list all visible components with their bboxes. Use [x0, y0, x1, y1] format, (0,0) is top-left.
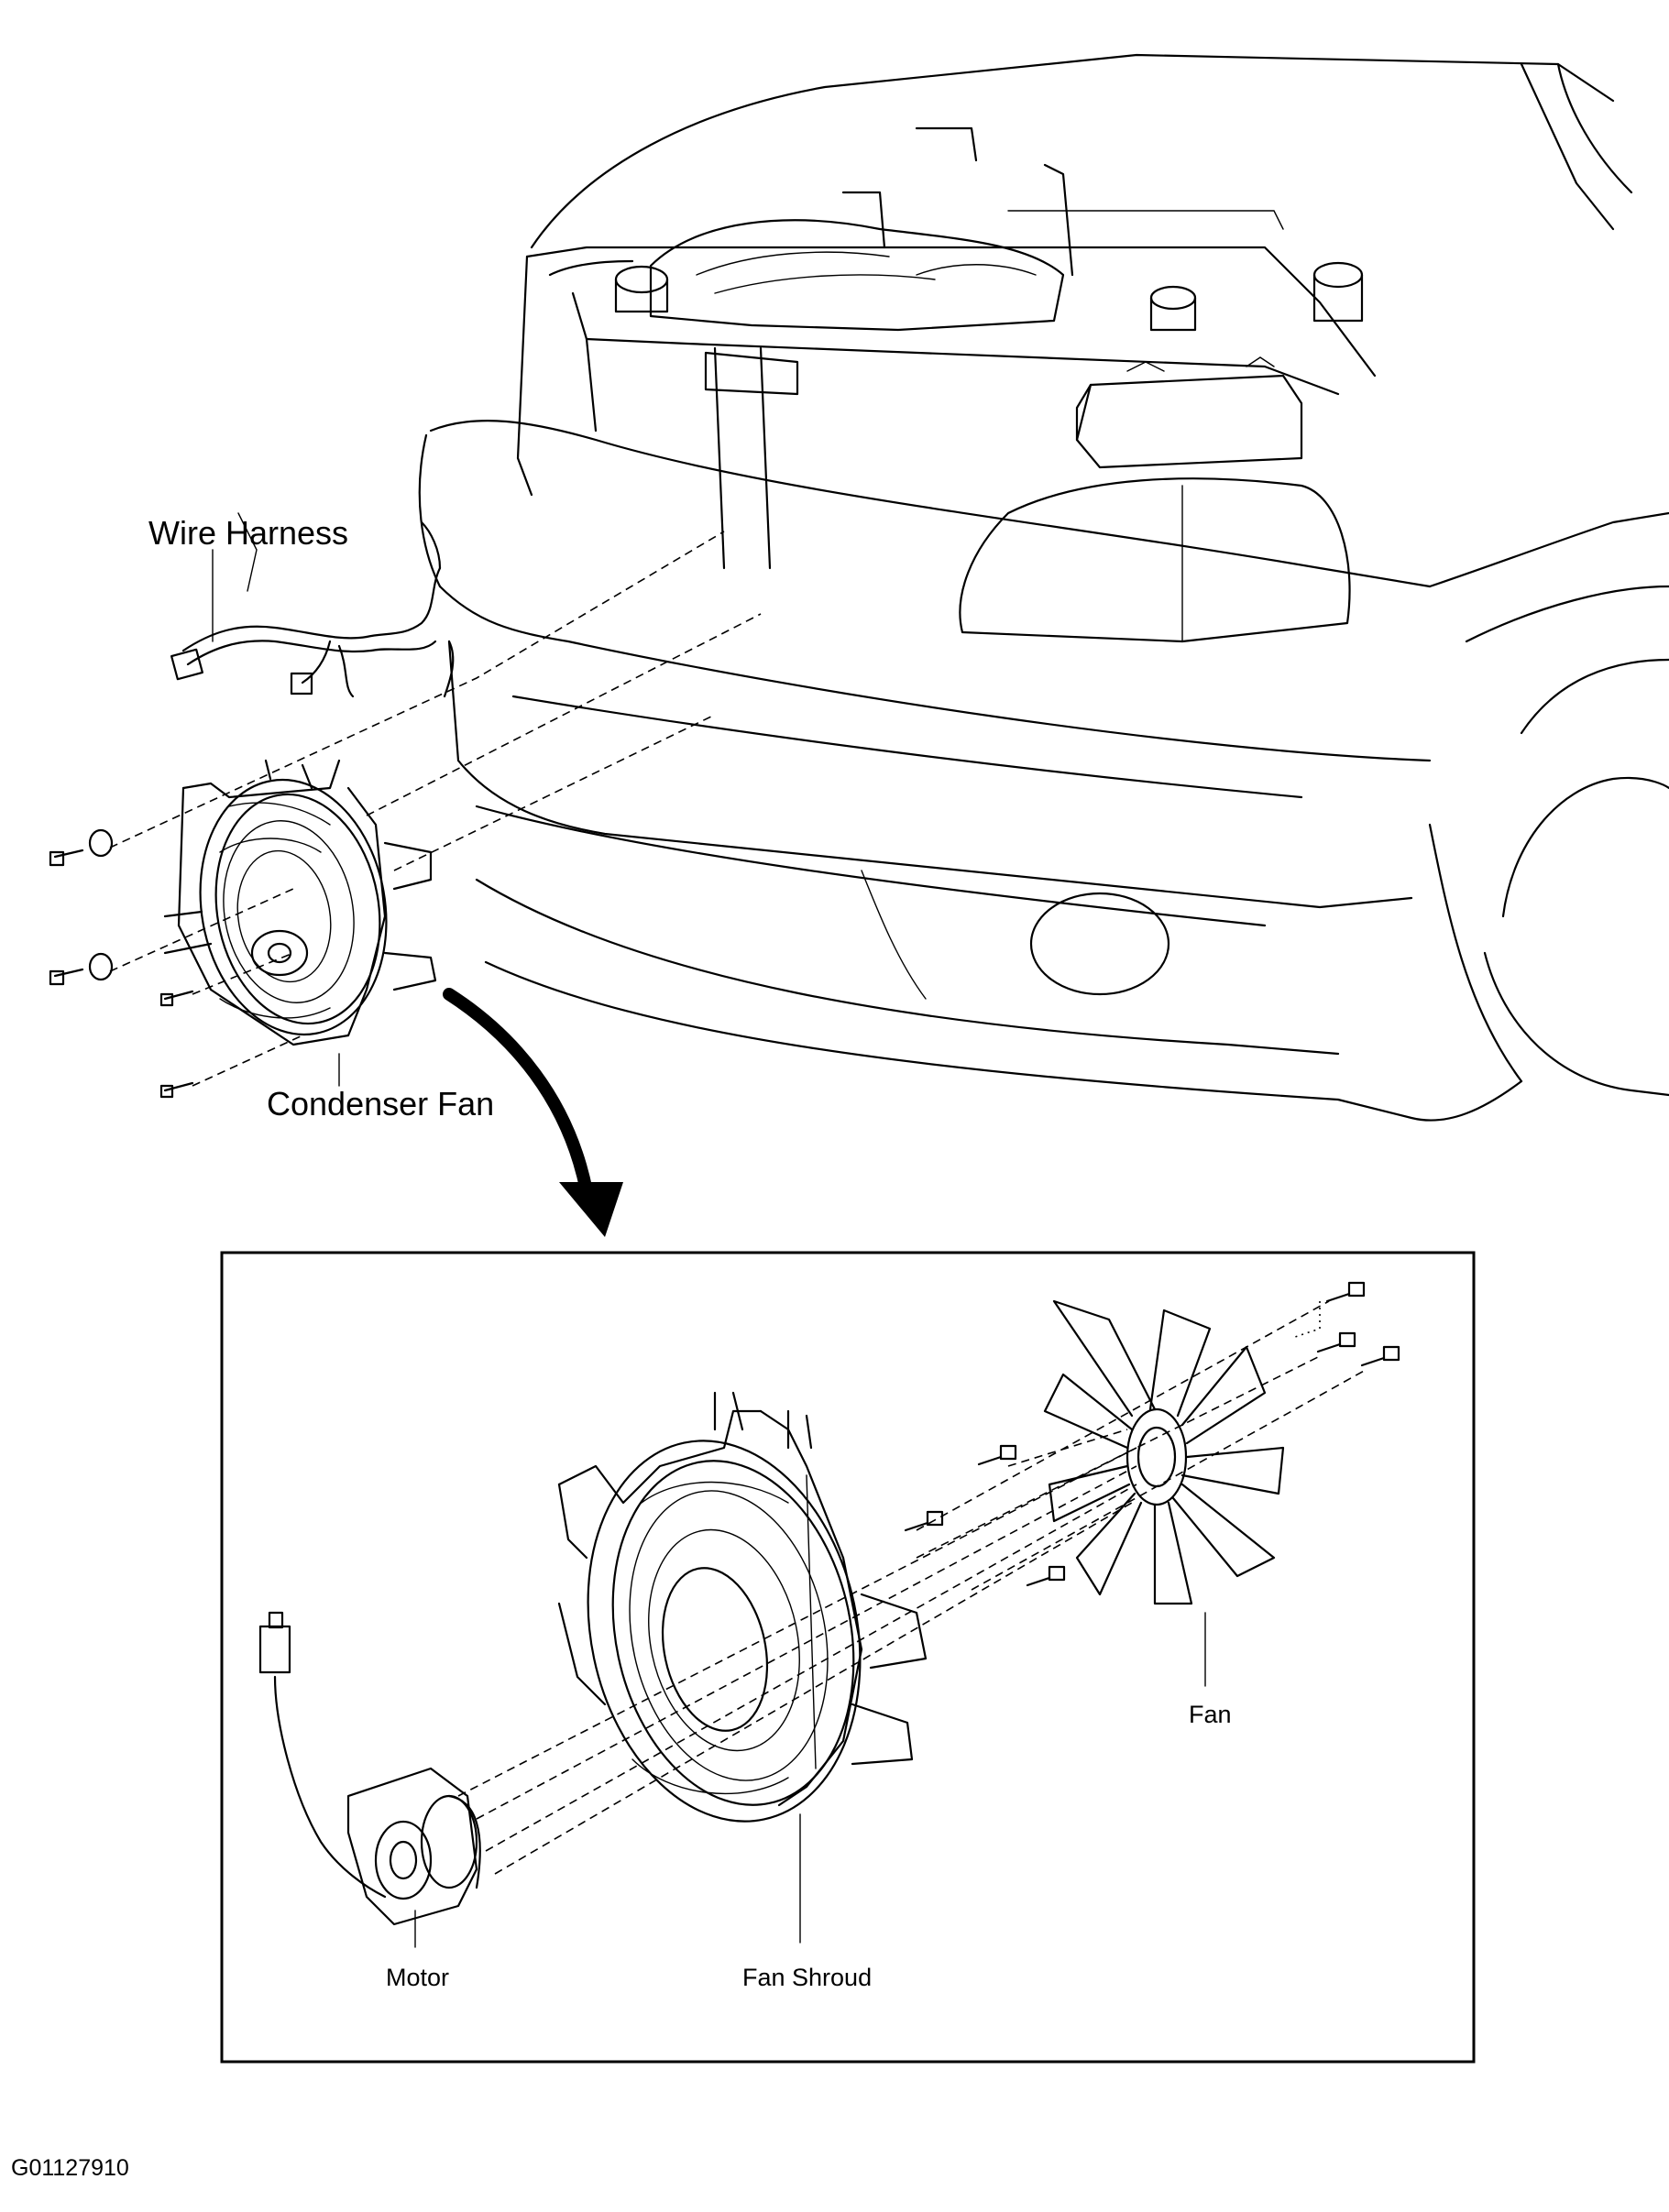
wire-harness-label: Wire Harness: [148, 514, 349, 552]
figure-code: G01127910: [11, 2155, 129, 2181]
vehicle-front: [418, 53, 1669, 1122]
motor-label: Motor: [386, 1964, 450, 1991]
fan-part: [1043, 1299, 1285, 1687]
fan-shroud-part: [557, 1391, 928, 1944]
condenser-fan-part: [49, 759, 437, 1099]
upper-dashed-lines: [109, 531, 762, 1087]
callout-arrow: [443, 988, 623, 1237]
fan-shroud-label: Fan Shroud: [742, 1964, 873, 1991]
fan-bolts: [904, 1281, 1400, 1587]
detail-frame: [220, 1251, 1476, 2064]
motor-part: [258, 1611, 481, 1948]
fan-label: Fan: [1189, 1701, 1232, 1728]
wire-harness-part: [170, 512, 455, 698]
detail-dashed-lines: [457, 1300, 1367, 1875]
condenser-fan-label: Condenser Fan: [267, 1085, 495, 1122]
